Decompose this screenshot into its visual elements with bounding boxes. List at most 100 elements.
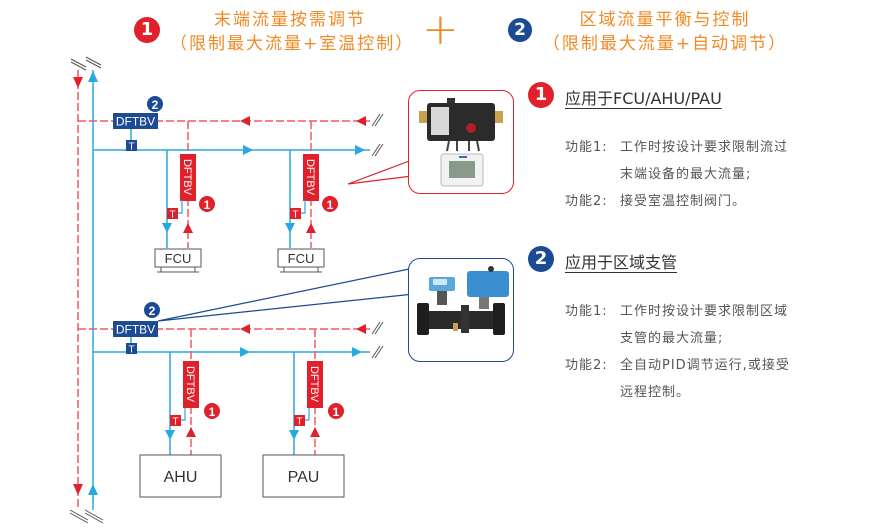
zone-balancing-valve-actuator-icon — [417, 266, 509, 335]
section2-feature-1: 功能1: 工作时按设计要求限制区域 — [565, 298, 825, 325]
section2-heading: 应用于区域支管 — [565, 253, 678, 272]
header-left-title: 末端流量按需调节 （限制最大流量+室温控制） — [170, 8, 415, 56]
fcu2-return-arrow — [306, 223, 316, 233]
fcu2-valve-label: DFTBV — [304, 159, 316, 196]
ahu-sensor — [170, 415, 181, 426]
lower-zone-badge-label: 2 — [149, 304, 156, 318]
ahu-valve-label: DFTBV — [184, 366, 196, 403]
upper-zone-valve — [113, 113, 158, 129]
pau-return-arrow — [310, 427, 320, 437]
lower-return-arrow-1 — [240, 324, 250, 334]
fcu1-badge-label: 1 — [204, 198, 211, 212]
header-left-badge: 1 — [134, 17, 160, 43]
pau-unit — [262, 454, 345, 498]
riser-break-top — [70, 56, 102, 71]
section1-feature-1-label: 功能1: — [565, 140, 608, 155]
plus-sign: + — [422, 4, 459, 55]
lower-branch-break — [371, 321, 384, 359]
section2-badge: 2 — [528, 246, 554, 272]
fcu2-badge — [322, 196, 338, 212]
lower-zone-sensor-label: T — [128, 345, 134, 356]
header-left-line1: 末端流量按需调节 — [214, 10, 366, 30]
fcu2-badge-label: 1 — [327, 198, 334, 212]
pau-sensor-label: T — [296, 417, 302, 428]
ahu-valve — [183, 361, 199, 408]
lower-supply-arrow-1 — [240, 347, 250, 357]
upper-zone-sensor — [126, 140, 137, 151]
section2-feature-2: 功能2: 全自动PID调节运行,或接受 — [565, 352, 825, 379]
section1-feature-2-line1: 接受室温控制阀门。 — [620, 194, 747, 209]
upper-zone-valve-label: DFTBV — [116, 115, 155, 129]
ahu-badge — [204, 403, 220, 419]
section1-heading: 应用于FCU/AHU/PAU — [565, 89, 722, 108]
header-right-badge: 2 — [508, 18, 532, 42]
ahu-return-arrow — [186, 427, 196, 437]
riser-down-arrow-top — [73, 77, 83, 88]
header-right-line1: 区域流量平衡与控制 — [579, 10, 751, 30]
fcu1-unit-label: FCU — [165, 251, 192, 266]
header-right-title: 区域流量平衡与控制 （限制最大流量+自动调节） — [540, 8, 790, 56]
pau-badge-label: 1 — [333, 405, 340, 419]
riser-break-bottom — [69, 509, 104, 524]
lower-zone-valve-label: DFTBV — [116, 323, 155, 337]
upper-zone-badge-label: 2 — [152, 98, 159, 112]
lower-zone-badge — [144, 302, 160, 318]
pau-supply-arrow — [289, 430, 299, 440]
lower-return-arrow-2 — [356, 324, 366, 334]
fcu2-unit-label: FCU — [288, 251, 315, 266]
upper-supply-arrow-1 — [243, 145, 253, 155]
fcu1-unit-stand — [160, 267, 196, 273]
ahu-supply-arrow — [165, 430, 175, 440]
section2-feature-2-line2: 远程控制。 — [620, 385, 691, 400]
fcu2-sensor — [290, 208, 301, 219]
fcu1-valve — [180, 154, 196, 201]
lower-supply-arrow-2 — [352, 347, 362, 357]
upper-zone-badge — [147, 96, 163, 112]
section1-feature-1: 功能1:工作时按设计要求限制流过 — [565, 134, 825, 161]
section2-features: 功能1: 工作时按设计要求限制区域 支管的最大流量; 功能2: 全自动PID调节运行… — [565, 298, 825, 406]
callout-1-pointer — [347, 159, 413, 185]
section2-feature-2-line1: 全自动PID调节运行,或接受 — [620, 358, 790, 373]
upper-branch-break — [371, 113, 384, 157]
ahu-badge-label: 1 — [209, 405, 216, 419]
section2-feature-1-line1: 工作时按设计要求限制区域 — [620, 304, 789, 319]
upper-supply-arrow-2 — [355, 145, 365, 155]
fcu2-supply-arrow — [285, 223, 295, 233]
header-left-line2: （限制最大流量+室温控制） — [170, 34, 415, 54]
fcu2-valve — [303, 154, 319, 201]
ahu-unit-label: AHU — [164, 469, 198, 486]
fcu2-unit — [277, 248, 325, 268]
section2-feature-1-label: 功能1: — [565, 304, 608, 319]
pau-unit-label: PAU — [288, 469, 320, 486]
photo-box-terminal-valve — [408, 90, 514, 194]
pau-valve — [307, 361, 323, 408]
lower-zone-sensor — [126, 343, 137, 354]
pau-sensor — [294, 415, 305, 426]
section1-feature-1-line2: 末端设备的最大流量; — [620, 167, 752, 182]
terminal-valve-with-thermostat-icon — [419, 98, 503, 187]
upper-return-arrow-2 — [356, 116, 366, 126]
section1-feature-2-label: 功能2: — [565, 194, 608, 209]
fcu1-sensor-label: T — [169, 210, 175, 221]
riser-up-arrow-top — [88, 71, 98, 82]
ahu-sensor-label: T — [172, 417, 178, 428]
riser-up-arrow-bottom — [88, 484, 98, 495]
fcu2-unit-stand — [283, 267, 319, 273]
upper-return-arrow-1 — [240, 116, 250, 126]
callout-2-pointer — [157, 267, 415, 322]
pau-badge — [328, 403, 344, 419]
section2-feature-2-label: 功能2: — [565, 358, 608, 373]
fcu1-sensor — [167, 208, 178, 219]
photo-box-zone-valve — [408, 258, 514, 362]
section2-feature-1-line2: 支管的最大流量; — [620, 331, 724, 346]
section1-features: 功能1:工作时按设计要求限制流过 末端设备的最大流量; 功能2: 接受室温控制阀门… — [565, 134, 825, 215]
riser-down-arrow-bottom — [73, 484, 83, 495]
ahu-unit — [139, 454, 222, 498]
fcu2-sensor-label: T — [292, 210, 298, 221]
fcu1-unit — [154, 248, 202, 268]
section1-feature-2: 功能2: 接受室温控制阀门。 — [565, 188, 825, 215]
fcu1-valve-label: DFTBV — [181, 159, 193, 196]
header-right-line2: （限制最大流量+自动调节） — [542, 34, 788, 54]
lower-zone-valve — [113, 321, 158, 337]
section1-badge: 1 — [528, 82, 554, 108]
